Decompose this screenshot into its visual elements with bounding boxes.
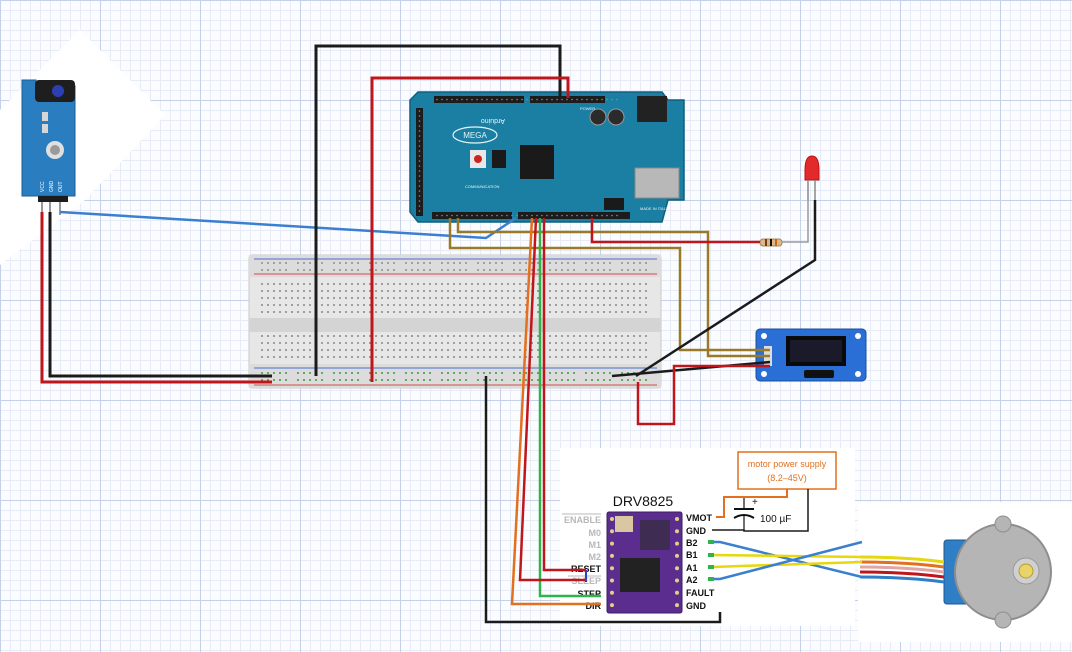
stepper-motor	[859, 515, 1052, 629]
driver-right-terminals	[708, 540, 714, 581]
dc-jack	[637, 96, 667, 122]
wires	[40, 44, 863, 624]
wire-ir-vcc	[40, 212, 272, 384]
wire-a1	[711, 560, 863, 569]
driver-pin-enable: ENABLE	[564, 515, 601, 525]
wire-resistor-led	[782, 200, 809, 243]
power-label: POWER	[580, 106, 595, 111]
driver-pin-step: STEP	[577, 589, 601, 599]
wire-led-gnd	[635, 200, 817, 378]
communication-label: COMMUNICATION	[465, 184, 499, 189]
oled-display-module	[755, 328, 867, 382]
wire-motor-gnd	[712, 489, 809, 532]
wire-arduino-gnd	[314, 44, 562, 376]
wire-oled-sda	[448, 218, 770, 352]
driver-pin-m0: M0	[588, 528, 601, 538]
ir-receiver	[52, 85, 64, 97]
wire-dir	[510, 217, 601, 606]
driver-pin-dir: DIR	[586, 601, 602, 611]
red-led	[804, 155, 820, 200]
capacitor-polarity: +	[752, 497, 758, 508]
driver-pin-b2: B2	[686, 538, 698, 548]
driver-chip	[620, 558, 660, 592]
wire-b2	[712, 540, 863, 579]
wire-oled-scl	[456, 218, 770, 358]
breadboard	[248, 254, 662, 389]
driver-pin-fault: FAULT	[686, 588, 715, 598]
ir-pin-out-label: OUT	[58, 181, 64, 192]
microcontroller-chip	[520, 145, 554, 179]
wire-driver-gnd	[484, 376, 722, 624]
wire-step	[538, 218, 601, 598]
ir-sensor-module: VCC GND OUT	[21, 79, 76, 215]
driver-pin-reset: RESET	[571, 564, 602, 574]
power-supply-label: motor power supply	[748, 459, 827, 469]
wire-arduino-5v	[370, 76, 570, 382]
drv8825-driver: DRV8825 ENABLE M0 M1 M2 RESET SLEEP STEP…	[562, 493, 715, 614]
power-supply-voltage: (8.2–45V)	[767, 473, 807, 483]
wire-reset	[542, 218, 586, 572]
wire-vmot	[716, 489, 788, 518]
wire-ir-out	[59, 210, 517, 240]
wire-sleep	[518, 217, 586, 582]
driver-pin-m2: M2	[588, 552, 601, 562]
arduino-mega-board: MEGA Arduino COMMUNICATION POWER MADE IN…	[409, 91, 685, 223]
driver-pin-gnd-top: GND	[686, 526, 707, 536]
driver-pin-a2: A2	[686, 575, 698, 585]
ir-pin-vcc-label: VCC	[40, 181, 46, 192]
driver-title: DRV8825	[613, 493, 674, 509]
wire-led-signal	[590, 218, 760, 244]
wire-a2	[712, 540, 863, 581]
wire-b1	[711, 553, 863, 559]
motor-power-supply: motor power supply (8.2–45V)	[737, 451, 837, 490]
capacitor-value: 100 µF	[760, 514, 791, 525]
capacitor: + 100 µF	[733, 497, 791, 531]
driver-pin-m1: M1	[588, 540, 601, 550]
reset-button	[474, 155, 482, 163]
wire-oled-vcc	[636, 364, 770, 426]
resistor	[759, 238, 783, 247]
ir-pin-gnd-label: GND	[49, 181, 55, 193]
wire-ir-gnd	[48, 212, 272, 378]
made-in-label: MADE IN ITALY	[640, 206, 669, 211]
usb-connector	[634, 167, 680, 199]
arduino-brand-text: Arduino	[481, 117, 505, 124]
driver-pin-vmot: VMOT	[686, 513, 713, 523]
driver-pin-a1: A1	[686, 563, 698, 573]
driver-pin-gnd-bottom: GND	[686, 601, 707, 611]
mega-logo-text: MEGA	[463, 131, 487, 140]
driver-pin-b1: B1	[686, 550, 698, 560]
